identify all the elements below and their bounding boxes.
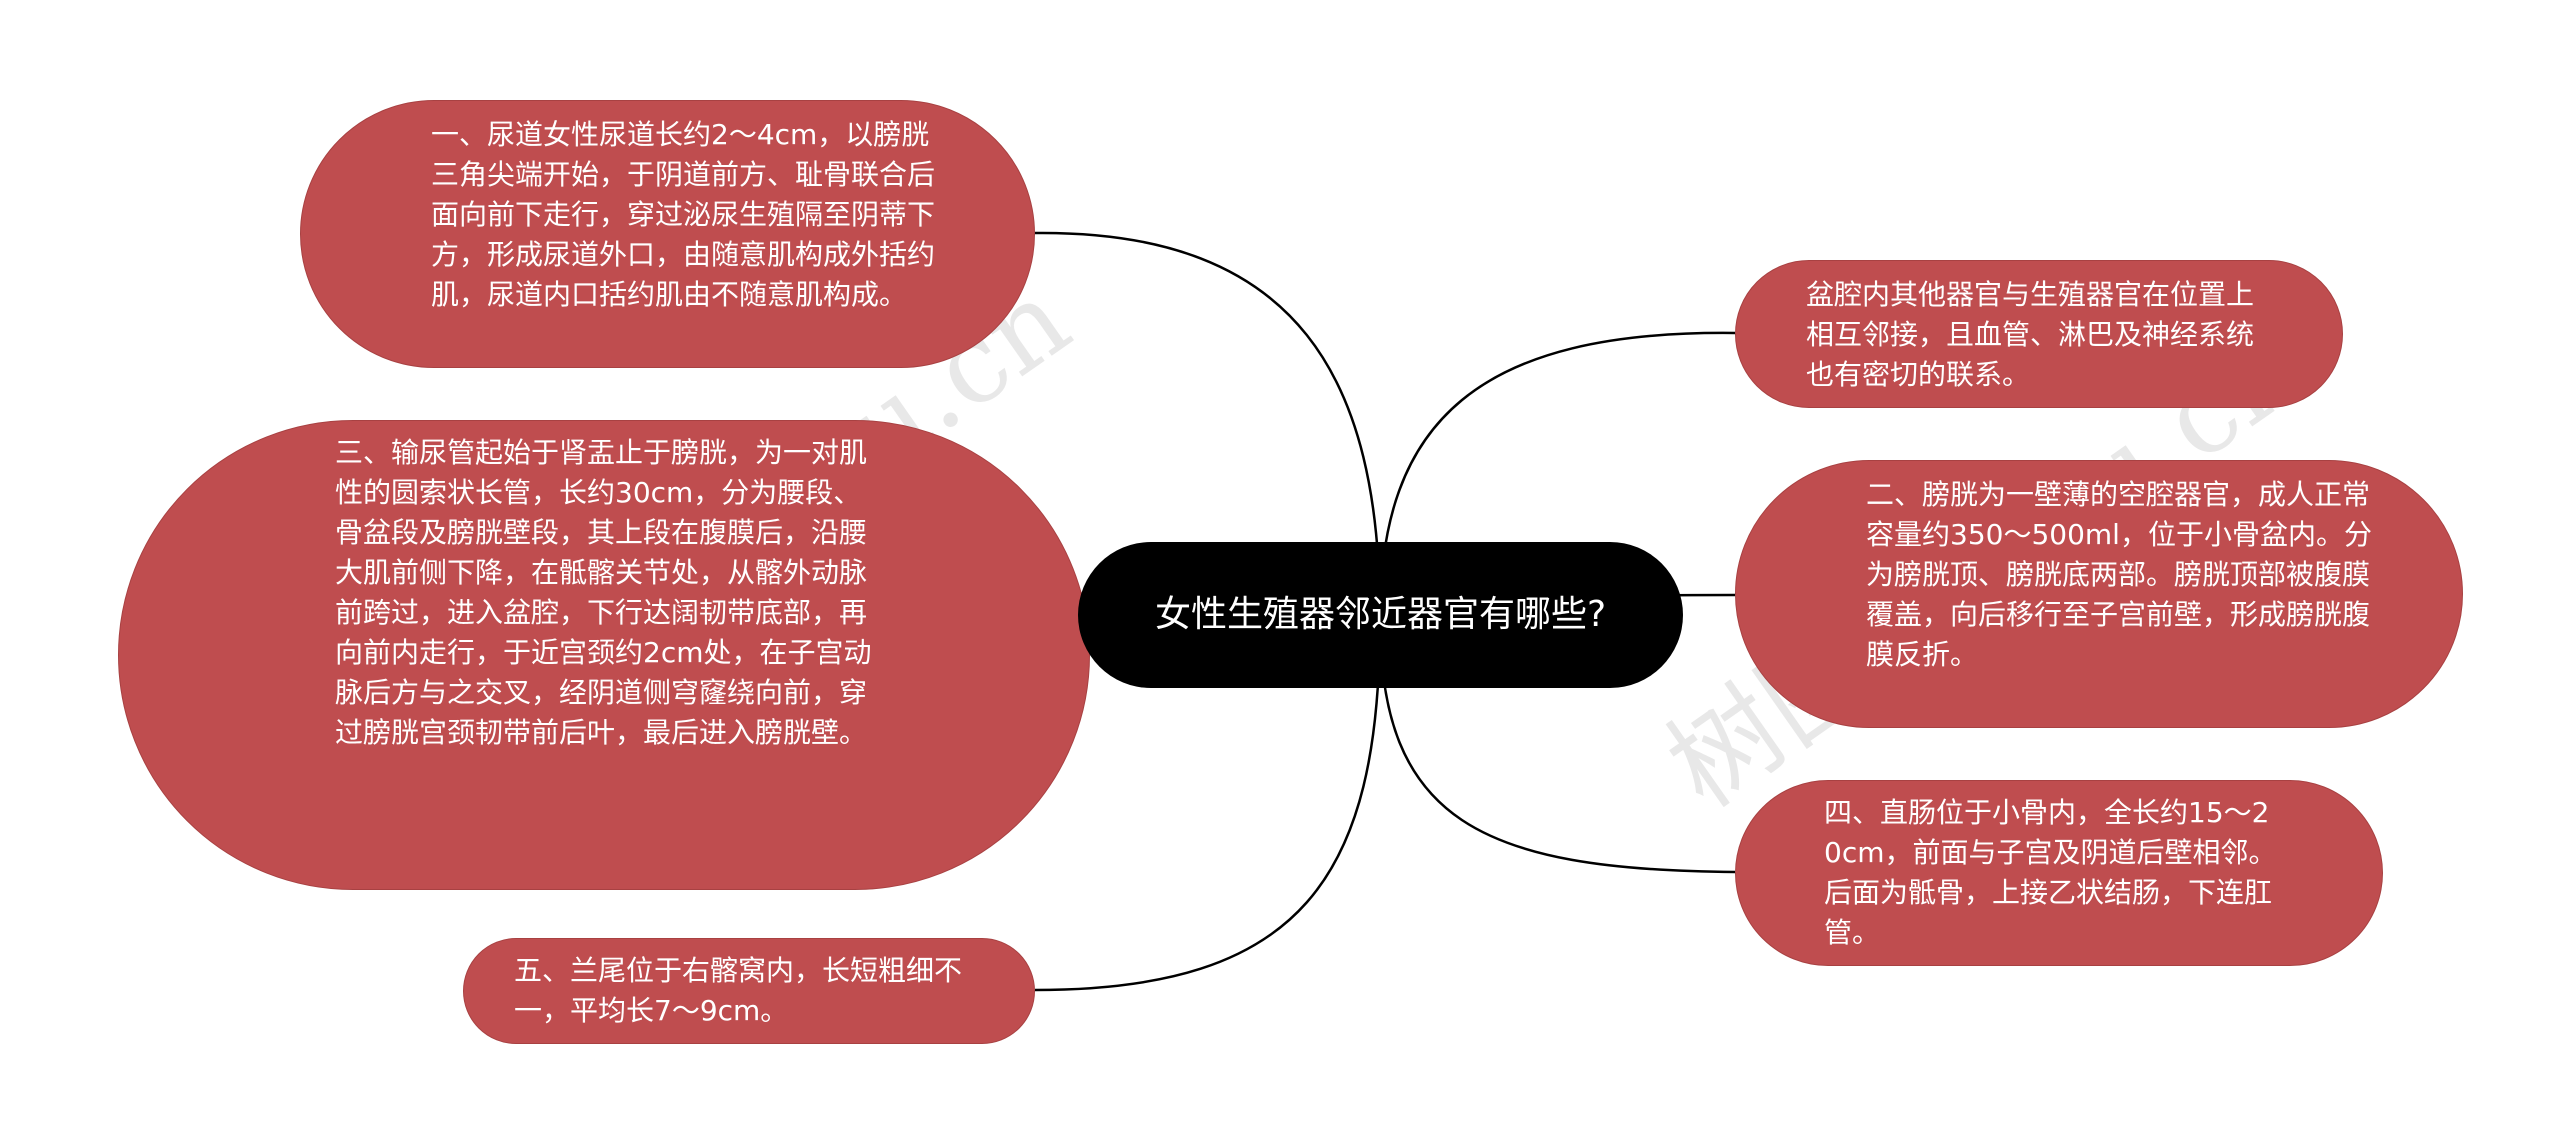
- node-rectum-text: 四、直肠位于小骨内，全长约15～20cm，前面与子宫及阴道后壁相邻。后面为骶骨，…: [1824, 796, 2277, 949]
- link-pelvic-other: [1378, 331, 1736, 619]
- node-ureter-text: 三、输尿管起始于肾盂止于膀胱，为一对肌性的圆索状长管，长约30cm，分为腰段、骨…: [335, 436, 872, 749]
- node-pelvic-other-text: 盆腔内其他器官与生殖器官在位置上相互邻接，且血管、淋巴及神经系统也有密切的联系。: [1806, 278, 2255, 391]
- link-appendix: [1034, 617, 1382, 992]
- node-bladder-text: 二、膀胱为一壁薄的空腔器官，成人正常容量约350～500ml，位于小骨盆内。分为…: [1866, 478, 2372, 671]
- node-urethra-text: 一、尿道女性尿道长约2～4cm，以膀胱三角尖端开始，于阴道前方、耻骨联合后面向前…: [431, 118, 936, 311]
- node-appendix-text: 五、兰尾位于右髂窝内，长短粗细不一，平均长7～9cm。: [514, 954, 963, 1027]
- node-ureter[interactable]: 三、输尿管起始于肾盂止于膀胱，为一对肌性的圆索状长管，长约30cm，分为腰段、骨…: [118, 420, 1090, 890]
- central-topic-text: 女性生殖器邻近器官有哪些?: [1154, 594, 1607, 635]
- node-urethra[interactable]: 一、尿道女性尿道长约2～4cm，以膀胱三角尖端开始，于阴道前方、耻骨联合后面向前…: [300, 100, 1035, 368]
- node-bladder[interactable]: 二、膀胱为一壁薄的空腔器官，成人正常容量约350～500ml，位于小骨盆内。分为…: [1735, 460, 2463, 728]
- central-topic[interactable]: 女性生殖器邻近器官有哪些?: [1078, 542, 1683, 688]
- link-rectum: [1378, 617, 1736, 874]
- link-urethra: [1034, 231, 1382, 619]
- node-rectum[interactable]: 四、直肠位于小骨内，全长约15～20cm，前面与子宫及阴道后壁相邻。后面为骶骨，…: [1735, 780, 2383, 966]
- node-appendix[interactable]: 五、兰尾位于右髂窝内，长短粗细不一，平均长7～9cm。: [463, 938, 1035, 1044]
- node-pelvic-other[interactable]: 盆腔内其他器官与生殖器官在位置上相互邻接，且血管、淋巴及神经系统也有密切的联系。: [1735, 260, 2343, 408]
